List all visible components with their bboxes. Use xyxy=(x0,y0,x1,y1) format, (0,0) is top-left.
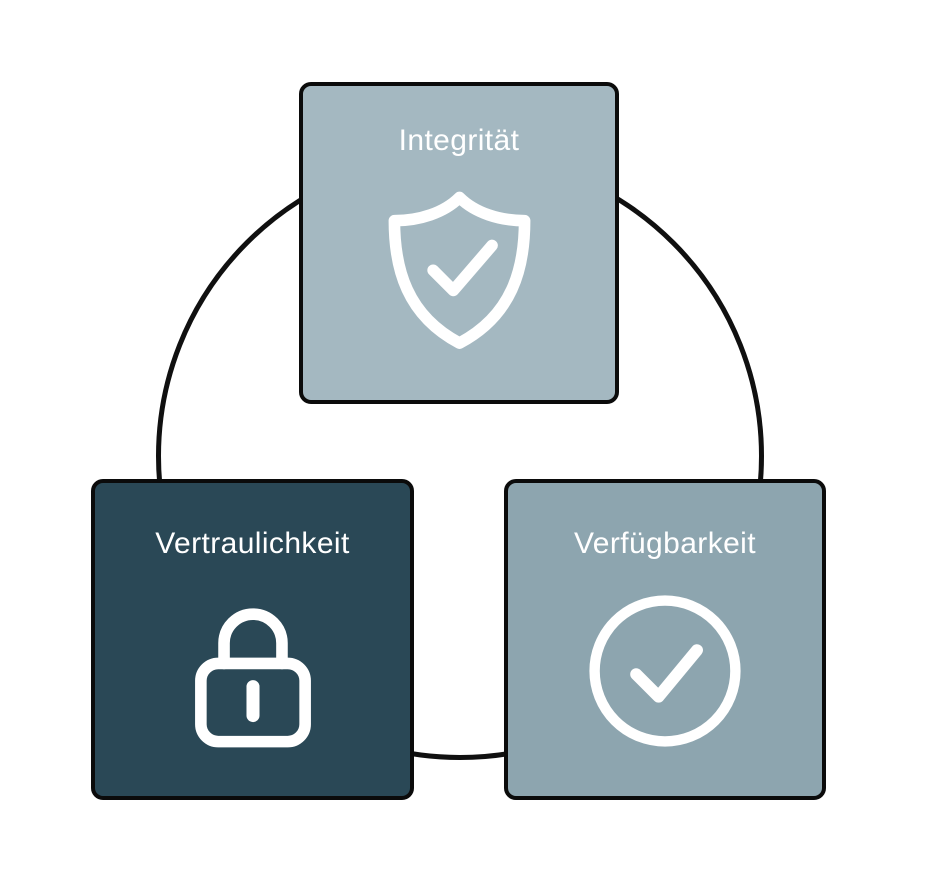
node-vertraulichkeit: Vertraulichkeit xyxy=(91,479,414,800)
node-integritaet-label: Integrität xyxy=(398,124,520,157)
node-vertraulichkeit-label: Vertraulichkeit xyxy=(155,527,350,560)
shield-check-icon xyxy=(382,188,537,351)
circle-check-icon xyxy=(585,591,745,751)
node-verfuegbarkeit: Verfügbarkeit xyxy=(504,479,826,800)
node-verfuegbarkeit-label: Verfügbarkeit xyxy=(574,527,756,560)
lock-icon xyxy=(180,591,326,759)
node-integritaet: Integrität xyxy=(299,82,619,404)
